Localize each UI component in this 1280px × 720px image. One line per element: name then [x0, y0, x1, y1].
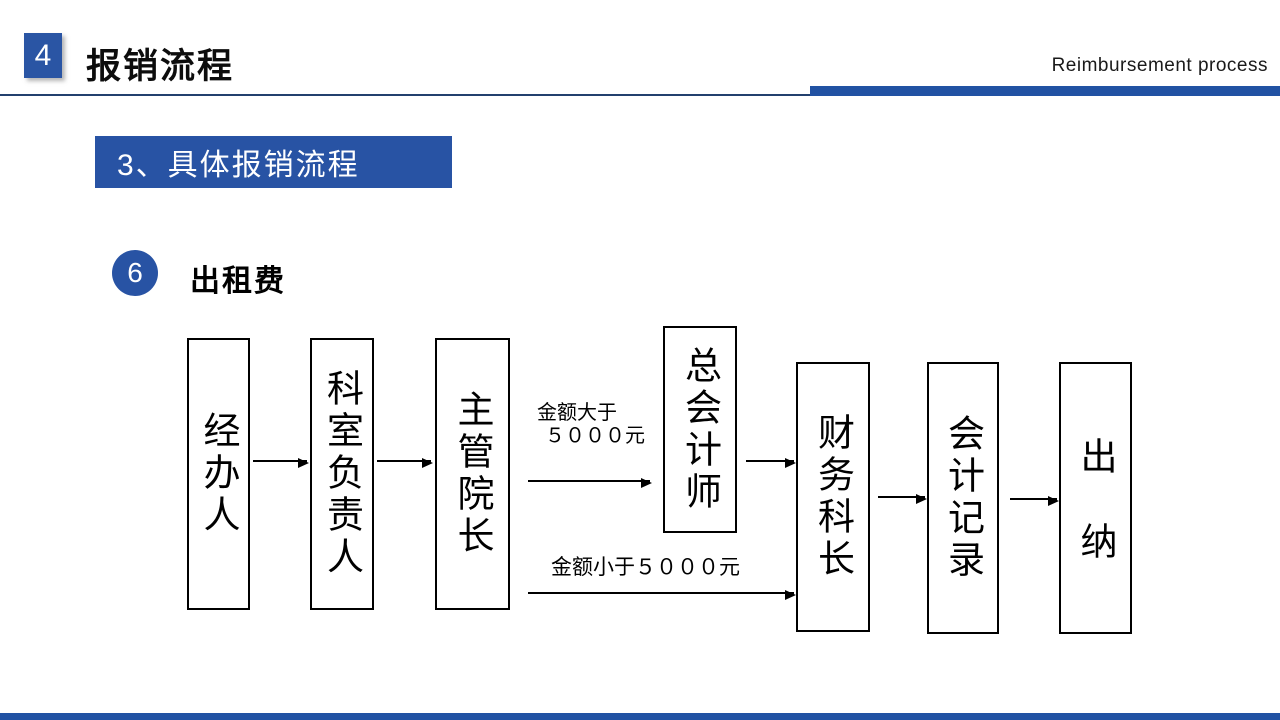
- arrow-accountant-to-finance: [746, 458, 796, 468]
- flow-box-label: 经办人: [198, 411, 239, 537]
- flow-box-label: 总会计师: [679, 345, 721, 514]
- section-title: 3、具体报销流程: [117, 149, 360, 182]
- chapter-number-badge: 4: [24, 33, 62, 78]
- flow-box-finance-chief: 财务科长: [796, 362, 870, 632]
- flow-box-handler: 经办人: [187, 338, 250, 610]
- flow-box-accounting-record: 会计记录: [927, 362, 999, 634]
- header-accent-bar: [810, 86, 1280, 96]
- arrow-under-5000: [528, 590, 796, 600]
- page-title: 报销流程: [86, 47, 235, 86]
- branch-label-over-5000: 金额大于 ５０００元: [537, 402, 645, 448]
- branch-label-line2: ５０００元: [545, 425, 645, 447]
- branch-label-under-5000: 金额小于５０００元: [551, 556, 740, 579]
- footer-accent-bar: [0, 713, 1280, 720]
- arrow-finance-to-record: [878, 494, 927, 504]
- flow-box-label: 出纳: [1075, 437, 1116, 607]
- flow-box-chief-accountant: 总会计师: [663, 326, 737, 533]
- item-label: 出租费: [190, 265, 286, 298]
- flow-box-label: 科室负责人: [321, 369, 363, 579]
- section-title-box: 3、具体报销流程: [95, 136, 452, 188]
- arrow-record-to-cashier: [1010, 496, 1059, 506]
- header-divider: [0, 94, 1280, 96]
- branch-label-line1: 金额大于: [537, 402, 617, 424]
- chapter-number: 4: [34, 38, 52, 72]
- flow-box-cashier: 出纳: [1059, 362, 1132, 634]
- flow-box-label: 主管院长: [452, 390, 493, 558]
- page-subtitle-en: Reimbursement process: [1051, 55, 1268, 76]
- flow-box-label: 会计记录: [942, 414, 984, 582]
- item-number: 6: [127, 257, 143, 288]
- flow-box-director: 主管院长: [435, 338, 510, 610]
- arrow-over-5000: [528, 478, 652, 488]
- arrow-department-to-director: [377, 458, 433, 468]
- flow-box-label: 财务科长: [812, 413, 854, 581]
- flow-box-department-head: 科室负责人: [310, 338, 374, 610]
- item-number-badge: 6: [112, 250, 158, 296]
- arrow-handler-to-department: [253, 458, 309, 468]
